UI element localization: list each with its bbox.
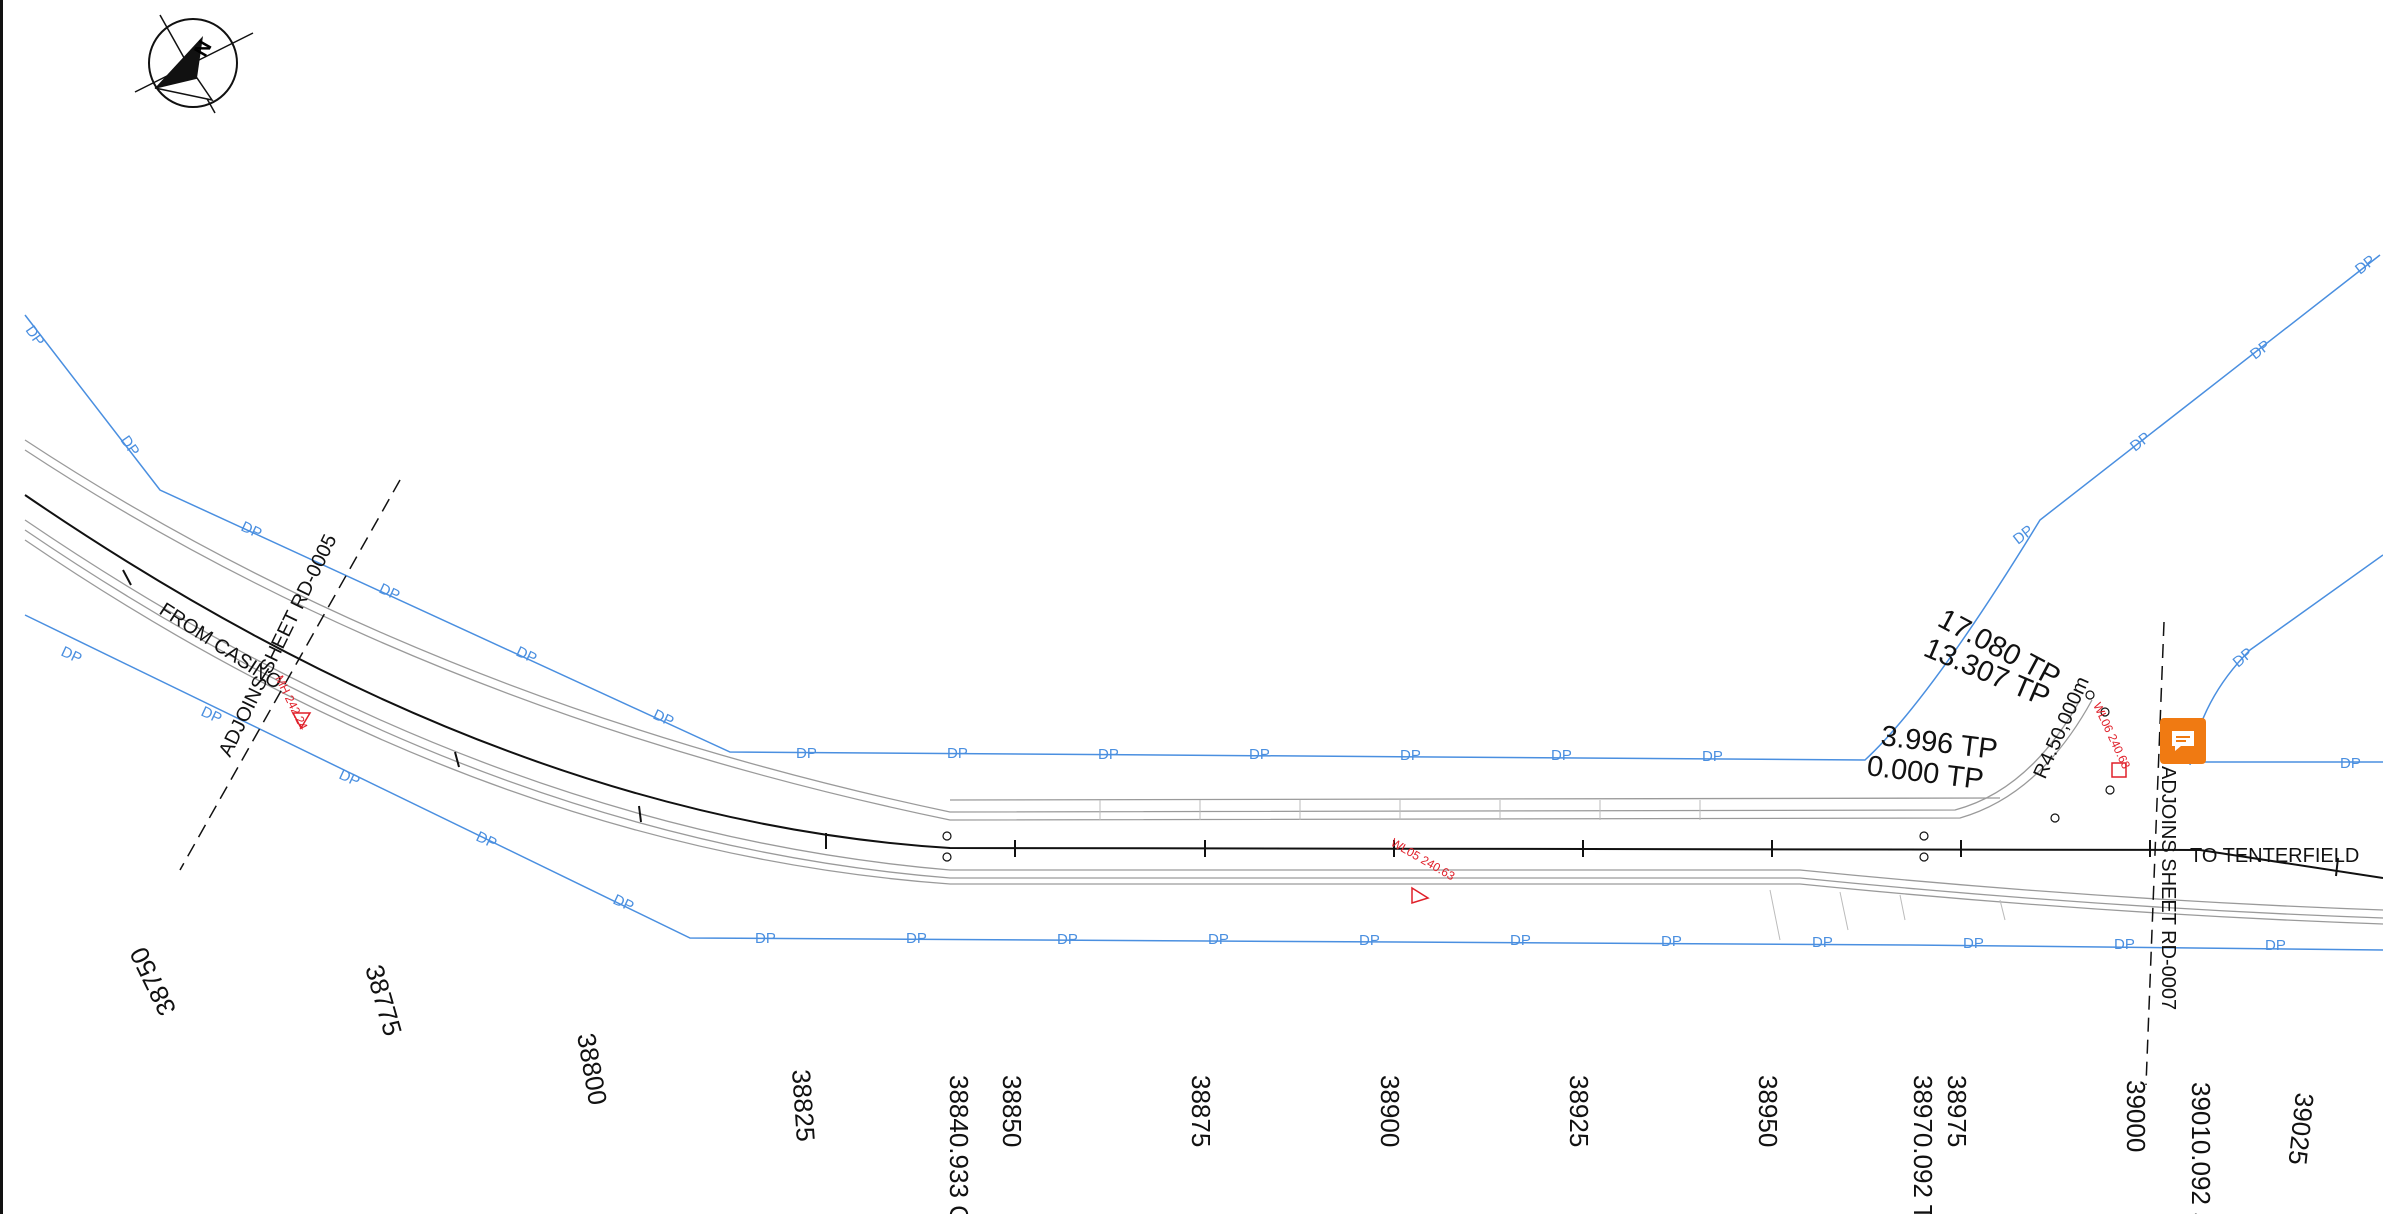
road-edges <box>24 439 2383 925</box>
dp-label: DP <box>1359 932 1380 949</box>
chainage-labels: 38750 38775 38800 38825 38840.933 CT 388… <box>123 942 2319 1219</box>
dp-label: DP <box>238 518 264 542</box>
dp-label: DP <box>336 766 362 790</box>
dp-label: DP <box>473 828 499 852</box>
chainage-label: 38840.933 CT <box>944 1075 974 1214</box>
chainage-label: 38825 <box>786 1068 821 1142</box>
dp-label: DP <box>1400 747 1421 764</box>
dp-label: DP <box>906 930 927 947</box>
dp-label: DP <box>1098 746 1119 763</box>
red-annotation-1: MH 242.24 <box>272 673 310 732</box>
match-line-next <box>2145 621 2165 1086</box>
red-annotation-3: WL06 240.63 <box>2090 700 2133 771</box>
dp-label: DP <box>796 745 817 762</box>
dp-label: DP <box>2114 936 2135 953</box>
dp-label: DP <box>650 706 676 730</box>
red-annotation-2: WL05 240.63 <box>1389 835 1458 883</box>
dp-label: DP <box>2127 429 2154 455</box>
chainage-label: 38970.092 TS <box>1908 1075 1938 1214</box>
chainage-label: 38800 <box>571 1031 613 1107</box>
right-drain-line <box>2189 554 2383 766</box>
dp-label: DP <box>58 643 84 667</box>
dp-label: DP <box>117 433 143 460</box>
match-line-prev <box>179 479 401 871</box>
dp-label: DP <box>1510 932 1531 949</box>
comment-icon[interactable] <box>2160 718 2206 764</box>
chainage-label: 38775 <box>359 961 408 1039</box>
dp-label: DP <box>1963 935 1984 952</box>
lower-drain-line <box>24 614 2383 951</box>
dp-label: DP <box>198 703 224 727</box>
north-arrow-icon: N <box>134 14 254 114</box>
survey-markers <box>942 690 2115 862</box>
dp-label: DP <box>1812 934 1833 951</box>
adjoins-next-label: ADJOINS SHEET RD-0007 <box>2157 766 2179 1010</box>
dp-label: DP <box>610 891 636 915</box>
chainage-label: 39025 <box>2282 1091 2319 1166</box>
embankment-hatching <box>1099 800 2006 941</box>
dp-label: DP <box>2265 937 2286 954</box>
dp-label: DP <box>1551 747 1572 764</box>
chainage-label: 38850 <box>997 1075 1027 1147</box>
chainage-label: 38750 <box>123 942 182 1020</box>
sheet-border <box>0 0 3 1214</box>
chainage-ticks <box>122 569 2339 877</box>
dp-label: DP <box>2010 522 2037 548</box>
dp-label: DP <box>2340 755 2361 772</box>
to-label: TO TENTERFIELD <box>2190 845 2359 867</box>
chainage-label: 38900 <box>1375 1075 1405 1147</box>
dp-label: DP <box>1249 746 1270 763</box>
chainage-label: 38925 <box>1564 1075 1594 1147</box>
dp-label: DP <box>513 643 539 667</box>
dp-label: DP <box>1702 748 1723 765</box>
chainage-label: 38975 <box>1942 1075 1972 1147</box>
dp-label: DP <box>376 580 402 604</box>
dp-label: DP <box>22 323 48 350</box>
dp-label: DP <box>1208 931 1229 948</box>
dp-label: DP <box>947 745 968 762</box>
chainage-label: 38875 <box>1186 1075 1216 1147</box>
upper-drain-line <box>24 254 2381 761</box>
dp-label: DP <box>755 930 776 947</box>
road-centreline <box>24 494 2383 879</box>
dp-label: DP <box>1661 933 1682 950</box>
chainage-label: 38950 <box>1753 1075 1783 1147</box>
level-markers <box>291 712 2127 905</box>
dp-label: DP <box>1057 931 1078 948</box>
chainage-label: 39000 <box>2121 1080 2151 1152</box>
chainage-label: 39010.092 SC <box>2186 1082 2216 1214</box>
